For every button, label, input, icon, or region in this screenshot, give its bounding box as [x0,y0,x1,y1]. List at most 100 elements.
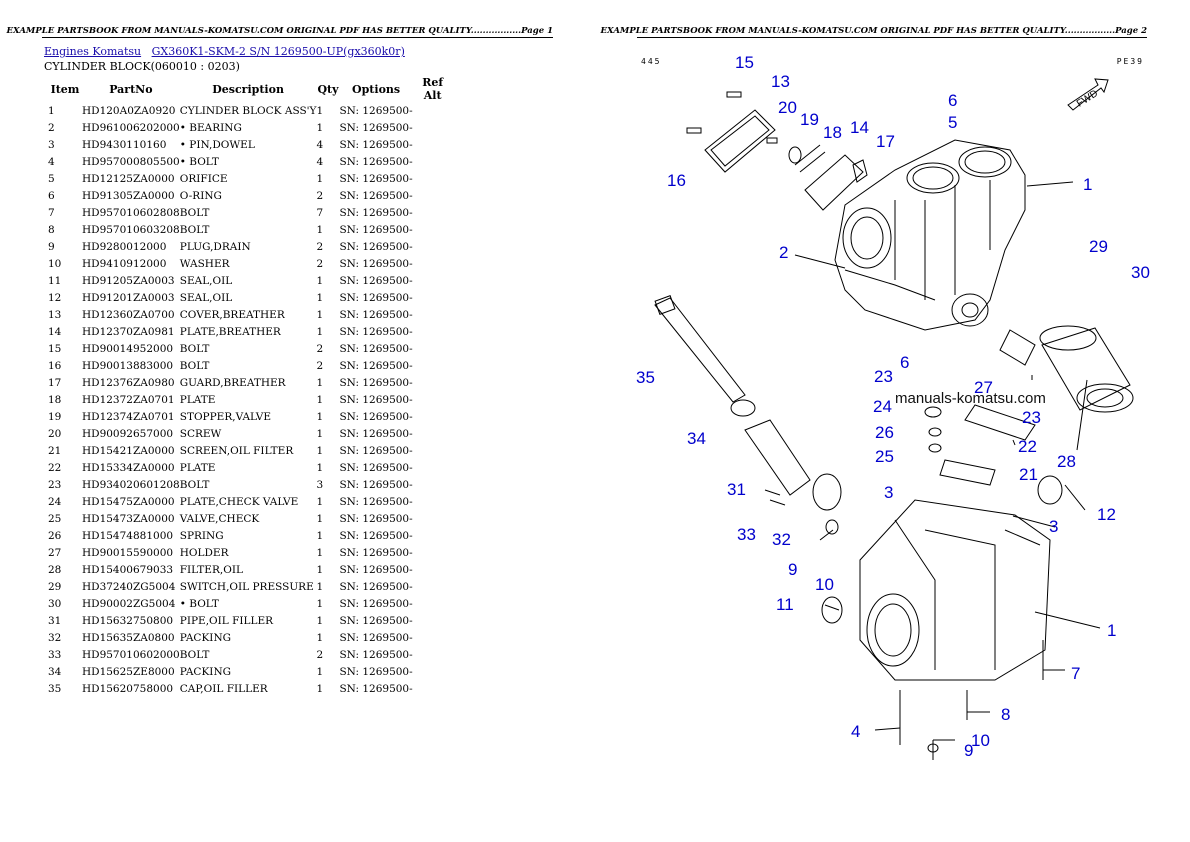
oil-filler-drawing [654,295,842,511]
cell-qty: 1 [316,172,324,185]
cell-options: SN: 1269500- [339,597,413,610]
cell-description: PLATE [179,461,216,474]
cell-item: 10 [48,257,62,270]
cell-ref-alt [413,561,453,578]
cell-qty: 1 [316,682,324,695]
callout-16: 16 [667,171,686,190]
cell-description: SCREEN,OIL FILTER [179,444,294,457]
cell-ref-alt [413,391,453,408]
cylinder-block-upper-drawing [834,139,1026,331]
cell-ref-alt [413,102,453,119]
cell-ref-alt [413,187,453,204]
cell-qty: 3 [316,478,324,491]
col-header-ref-alt: Ref Alt [422,76,444,102]
callout-22: 22 [1018,437,1037,456]
cell-partno: HD91305ZA0000 [82,189,175,202]
cell-ref-alt [413,544,453,561]
cell-item: 7 [48,206,55,219]
col-header-options: Options [352,82,401,96]
callout-11: 11 [776,595,794,614]
cell-description: O-RING [179,189,222,202]
cell-item: 13 [48,308,62,321]
callout-1: 1 [1083,175,1092,194]
cell-description: HOLDER [179,546,229,559]
cell-item: 12 [48,291,62,304]
cell-item: 20 [48,427,62,440]
callout-32: 32 [772,530,791,549]
cell-description: FILTER,OIL [179,563,243,576]
callout-33: 33 [737,525,756,544]
cell-partno: HD91201ZA0003 [82,291,175,304]
cell-qty: 1 [316,529,324,542]
cell-qty: 1 [316,104,324,117]
cell-ref-alt [413,578,453,595]
cell-qty: 1 [316,631,324,644]
cell-options: SN: 1269500- [339,410,413,423]
cell-ref-alt [413,510,453,527]
cell-ref-alt [413,204,453,221]
breadcrumb-link-engines[interactable]: Engines Komatsu [44,45,142,58]
cell-options: SN: 1269500- [339,155,413,168]
cell-description: STOPPER,VALVE [179,410,272,423]
cell-description: WASHER [179,257,230,270]
callout-13: 13 [771,72,790,91]
cell-partno: HD9280012000 [82,240,167,253]
callout-31: 31 [727,480,746,499]
callout-3: 3 [884,483,893,502]
cell-description: SEAL,OIL [179,274,233,287]
cell-qty: 2 [316,359,324,372]
cell-ref-alt [413,476,453,493]
callout-4: 4 [851,722,860,741]
cell-qty: 2 [316,257,324,270]
crankcase-lower-drawing [821,499,1051,760]
cell-qty: 2 [316,189,324,202]
cell-description: PLATE,BREATHER [179,325,281,338]
diagram-code-left: 445 [641,57,662,66]
cell-description: SWITCH,OIL PRESSURE [179,580,314,593]
cell-ref-alt [413,459,453,476]
cell-qty: 1 [316,546,324,559]
cell-options: SN: 1269500- [339,546,413,559]
breadcrumb-link-model[interactable]: GX360K1-SKM-2 S/N 1269500-UP(gx360k0r) [151,45,405,58]
cell-options: SN: 1269500- [339,257,413,270]
cell-partno: HD15620758000 [82,682,174,695]
cell-ref-alt [413,340,453,357]
cell-options: SN: 1269500- [339,274,413,287]
breadcrumb-separator [145,45,149,58]
breather-parts-drawing [686,91,868,211]
cell-options: SN: 1269500- [339,206,413,219]
cell-partno: HD957000805500 [82,155,180,168]
cell-options: SN: 1269500- [339,104,413,117]
callout-27: 27 [974,378,993,397]
cell-item: 4 [48,155,55,168]
cell-partno: HD12376ZA0980 [82,376,175,389]
cell-description: COVER,BREATHER [179,308,285,321]
cell-qty: 1 [316,223,324,236]
cell-qty: 7 [316,206,324,219]
cell-partno: HD90014952000 [82,342,174,355]
cell-ref-alt [413,595,453,612]
callout-28: 28 [1057,452,1076,471]
callout-24: 24 [873,397,892,416]
cell-description: PIPE,OIL FILLER [179,614,274,627]
cell-partno: HD15635ZA0800 [82,631,175,644]
cell-qty: 1 [316,325,324,338]
check-valve-parts-drawing [924,329,1036,486]
cell-item: 18 [48,393,62,406]
watermark: manuals-komatsu.com [895,390,1046,407]
callout-6: 6 [948,91,957,110]
cell-partno: HD90013883000 [82,359,174,372]
cell-partno: HD957010602000 [82,648,180,661]
cell-ref-alt [413,442,453,459]
cell-description: CYLINDER BLOCK ASS'Y [179,104,317,117]
callout-9: 9 [788,560,797,579]
cell-ref-alt [413,153,453,170]
cell-description: SCREW [179,427,222,440]
